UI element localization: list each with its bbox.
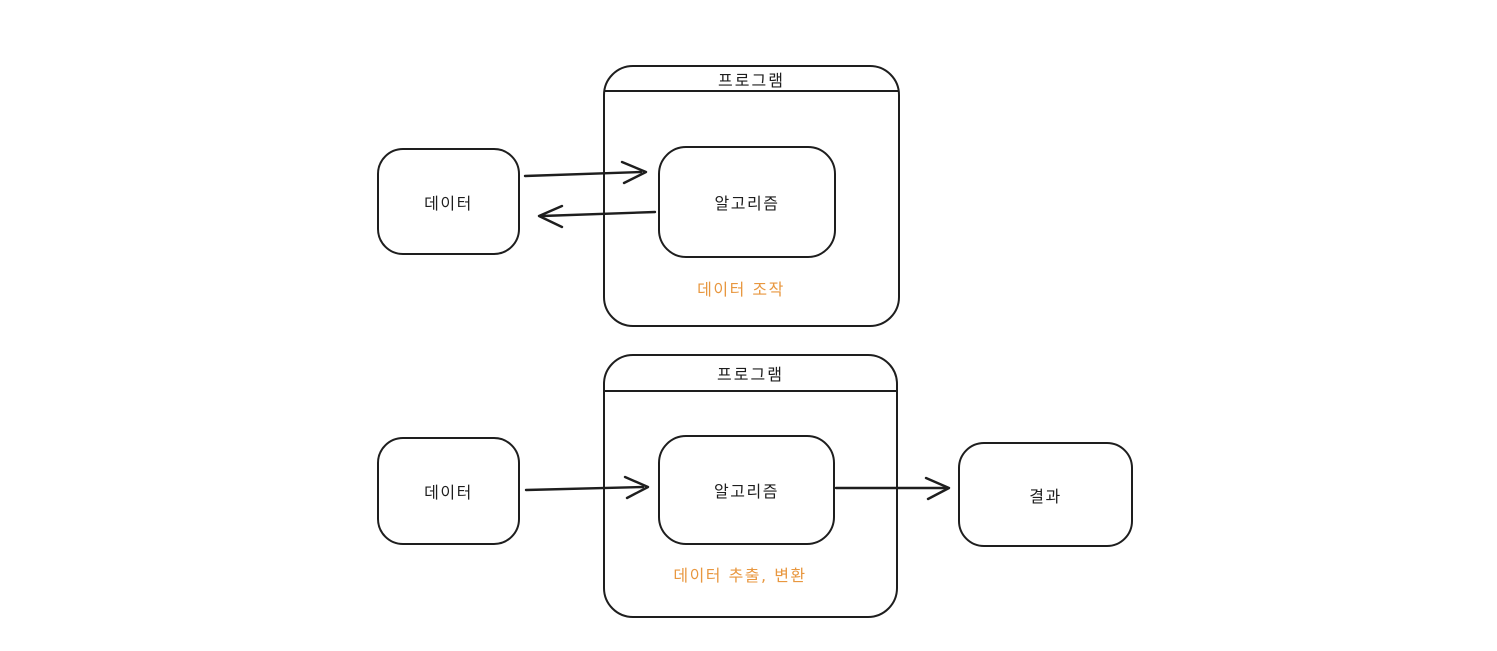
data-node-bottom-label: 데이터: [424, 483, 473, 502]
caption-top: 데이터 조작: [697, 280, 785, 299]
data-node-top-label: 데이터: [424, 193, 473, 213]
data-node-bottom: 데이터: [377, 437, 520, 545]
algorithm-node-top-label: 알고리즘: [714, 194, 780, 213]
algorithm-node-bottom-label: 알고리즘: [714, 482, 779, 501]
algorithm-node-top: 알고리즘: [658, 146, 836, 258]
program-title-bottom: 프로그램: [605, 356, 896, 392]
result-node: 결과: [958, 442, 1133, 547]
algorithm-node-bottom: 알고리즘: [658, 435, 835, 545]
data-node-top: 데이터: [377, 148, 520, 255]
caption-bottom: 데이터 추출, 변환: [673, 566, 807, 585]
program-container-top: 프로그램: [603, 65, 900, 327]
result-node-label: 결과: [1029, 486, 1062, 506]
program-title-top: 프로그램: [605, 67, 898, 92]
